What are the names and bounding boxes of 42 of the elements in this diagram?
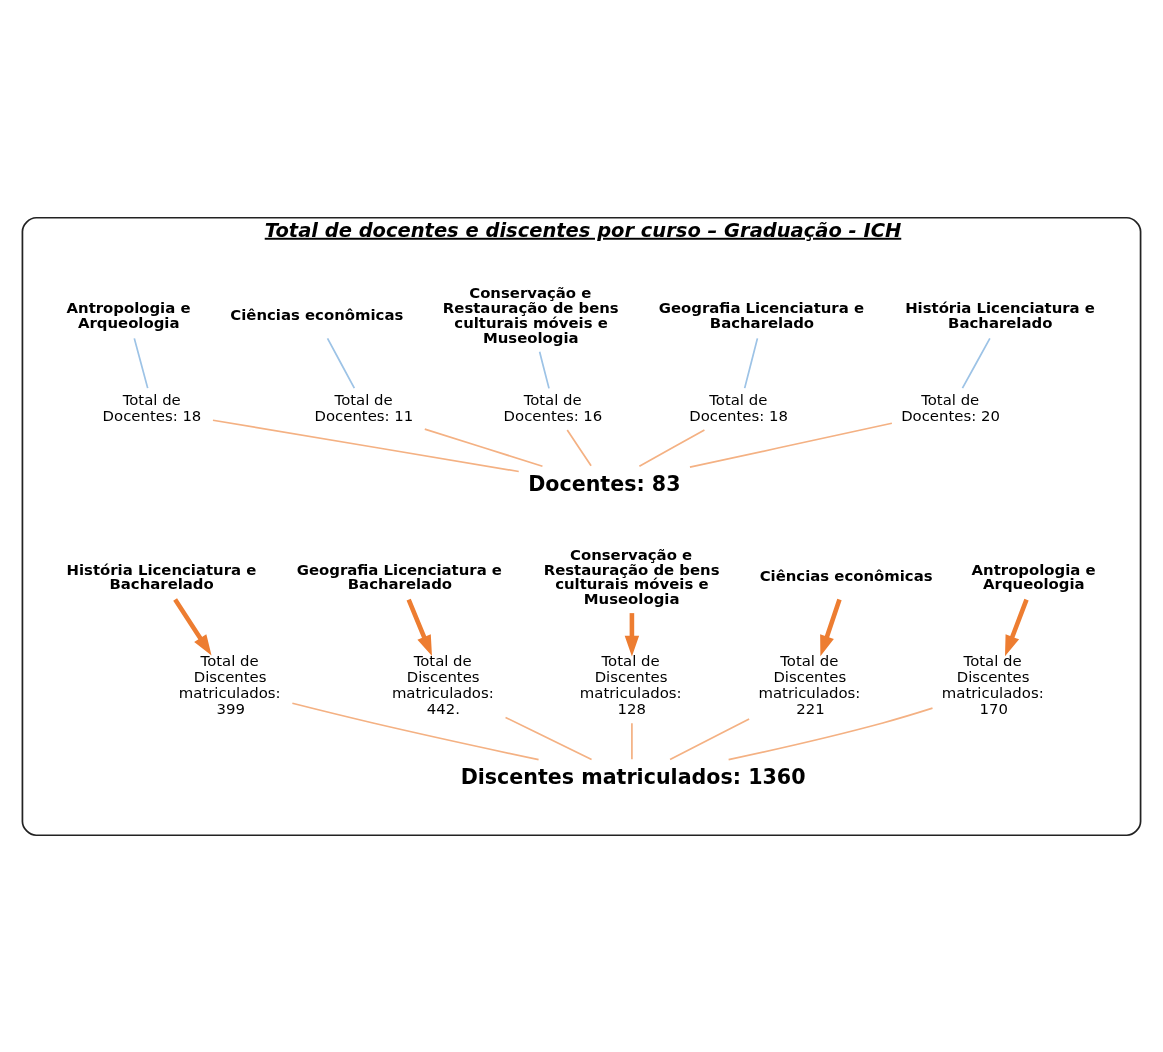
node-text: Total de Docentes: 16 <box>503 390 603 425</box>
node-text: História Licenciatura e Bacharelado <box>905 298 1095 332</box>
node-text: Discentes matriculados: 1360 <box>460 764 806 789</box>
connector <box>743 337 759 389</box>
node-text: Total de Docentes: 11 <box>314 390 414 425</box>
arrow <box>173 597 212 655</box>
arrow <box>624 612 640 656</box>
node-text: Total de Docentes: 18 <box>102 390 202 425</box>
node-text: Antropologia e Arqueologia <box>66 298 191 332</box>
node-text: História Licenciatura e Bacharelado <box>66 560 257 593</box>
arrow <box>820 598 842 656</box>
node-text: Geografia Licenciatura e Bacharelado <box>296 560 502 593</box>
node-text: Total de Discentes matriculados: 442. <box>391 651 494 718</box>
node-text: Total de Docentes: 18 <box>689 390 788 425</box>
arrow <box>1005 598 1029 656</box>
node-text: Conservação e Restauração de bens culturais móveis e Museologia <box>543 545 720 608</box>
node-text: Conservação e Restauração de bens culturais móveis e Museologia <box>442 283 619 347</box>
connector <box>133 337 149 389</box>
connector <box>423 427 544 467</box>
connector <box>566 428 592 467</box>
node-text: Ciências econômicas <box>230 305 404 324</box>
node-text: Antropologia e Arqueologia <box>971 560 1096 593</box>
node-text: Total de Docentes: 20 <box>901 390 1000 425</box>
connector <box>291 701 540 760</box>
node-text: Geografia Licenciatura e Bacharelado <box>658 298 864 332</box>
connector <box>212 418 520 472</box>
connector <box>326 337 356 389</box>
arrow <box>406 598 432 656</box>
connector <box>689 421 893 468</box>
node-text: Total de Discentes matriculados: 128 <box>579 651 682 718</box>
node-text: Total de Discentes matriculados: 399 <box>178 651 281 718</box>
node-text: Ciências econômicas <box>759 566 933 585</box>
connector <box>669 717 750 760</box>
node-text: Docentes: 83 <box>528 471 681 496</box>
connector <box>538 350 550 389</box>
connector <box>504 716 593 760</box>
connector <box>631 721 633 760</box>
connector <box>727 706 934 760</box>
connector <box>961 337 991 389</box>
connector <box>638 428 706 467</box>
node-text: Total de Discentes matriculados: 221 <box>758 651 861 718</box>
node-text: Total de Discentes matriculados: 170 <box>941 651 1044 718</box>
